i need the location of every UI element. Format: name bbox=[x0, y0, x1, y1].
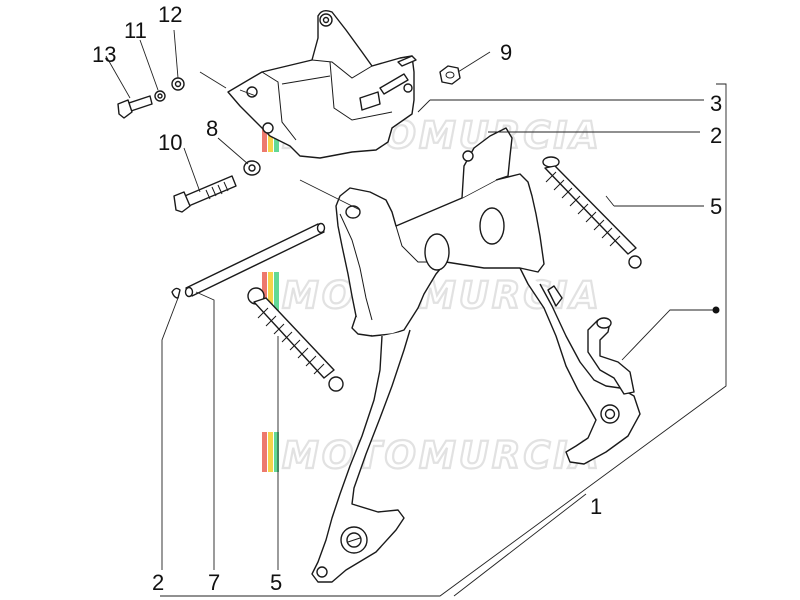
callout-11: 11 bbox=[124, 18, 147, 43]
watermark-bottom: MOTOMURCIA bbox=[262, 432, 602, 478]
callout-9: 9 bbox=[500, 40, 512, 65]
spring-right bbox=[542, 156, 642, 269]
bolt-10 bbox=[173, 175, 237, 213]
watermark-text: MOTOMURCIA bbox=[282, 434, 602, 477]
leader-lines bbox=[105, 29, 727, 597]
callout-10: 10 bbox=[158, 130, 182, 155]
callout-1: 1 bbox=[590, 494, 602, 519]
stand-pivot-pin bbox=[184, 222, 326, 298]
center-stand bbox=[311, 127, 641, 583]
nut-9 bbox=[439, 65, 461, 85]
retaining-clip bbox=[171, 287, 181, 299]
engine-bracket bbox=[227, 9, 417, 159]
reference-dot bbox=[712, 306, 720, 314]
bolt-13 bbox=[117, 95, 153, 119]
callout-5-bottom: 5 bbox=[270, 570, 282, 595]
callout-5-right: 5 bbox=[710, 194, 722, 219]
washer-11 bbox=[154, 90, 166, 102]
spring-left bbox=[247, 287, 344, 392]
washer-8 bbox=[243, 160, 261, 176]
callout-12: 12 bbox=[158, 2, 182, 27]
callout-13: 13 bbox=[92, 42, 116, 67]
callout-2-right: 2 bbox=[710, 123, 722, 148]
callout-2-bottom: 2 bbox=[152, 570, 164, 595]
washer-12 bbox=[171, 77, 185, 91]
callout-labels: 13 11 12 9 3 2 10 8 5 1 2 7 5 bbox=[92, 2, 722, 595]
callout-7: 7 bbox=[208, 570, 220, 595]
callout-3: 3 bbox=[710, 91, 722, 116]
callout-8: 8 bbox=[206, 116, 218, 141]
